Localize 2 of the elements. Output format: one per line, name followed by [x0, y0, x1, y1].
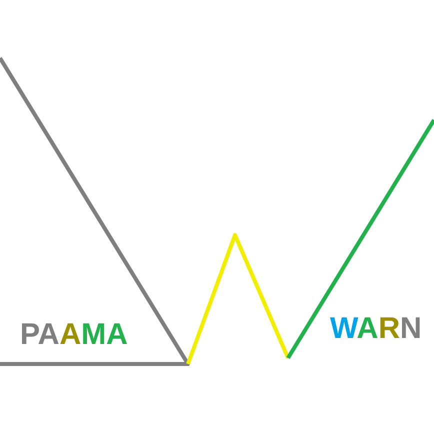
- word-label: WARN: [330, 314, 422, 344]
- word-label: PAAMA: [20, 320, 128, 350]
